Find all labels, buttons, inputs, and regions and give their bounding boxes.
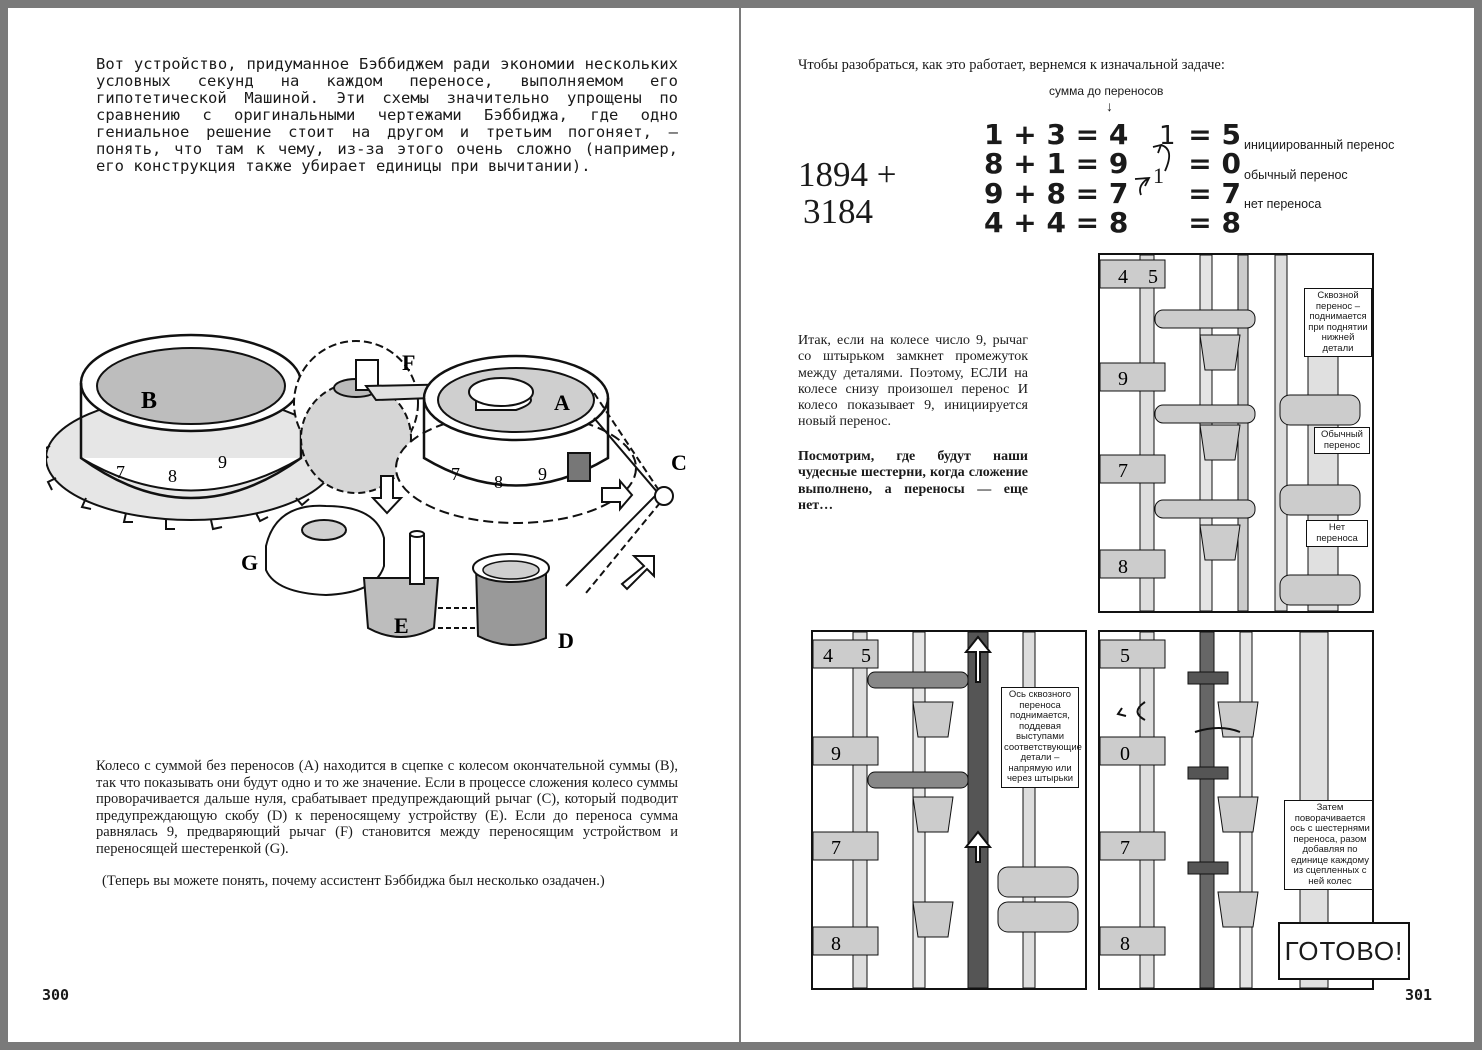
row-4-rhs: = 8 [1188, 206, 1241, 239]
panel3-wheel-5: 5 [1120, 645, 1130, 667]
panel2-wheel-9: 9 [831, 743, 841, 765]
wheel-a-digit-7: 7 [451, 464, 460, 484]
row-2-lhs: 8 + 1 = 9 [984, 147, 1129, 180]
panel3-wheel-0: 0 [1120, 743, 1130, 765]
carry-arrows-icon [1134, 143, 1171, 196]
done-caption: ГОТОВО! [1278, 922, 1410, 980]
row-2-rhs: = 0 [1188, 147, 1241, 180]
wheel-b-digit-7: 7 [116, 462, 125, 482]
row-1-rhs: = 5 [1188, 118, 1241, 151]
panel3-wheel-7: 7 [1120, 837, 1130, 859]
babbage-carry-mechanism-diagram: B 7 8 9 F A 7 8 9 [46, 333, 687, 653]
panel1-wheel-5: 5 [1148, 266, 1158, 288]
operand-1: 1894 + [798, 155, 897, 194]
warning-lever-c: C [565, 392, 687, 594]
panel1-wheel-4: 4 [1118, 266, 1128, 288]
right-mid-bold-paragraph: Посмотрим, где будут наши чудесные шесте… [798, 449, 1028, 513]
page-number-right: 301 [1405, 986, 1433, 1004]
callout-carry-axis-rotates: Затем поворачивается ось с шестернями пе… [1284, 800, 1372, 890]
carry-1: 1 [1159, 121, 1176, 151]
right-mid-paragraph: Итак, если на колесе число 9, рычаг со ш… [798, 333, 1028, 430]
left-page: Вот устройство, придуманное Бэббиджем ра… [8, 8, 739, 1042]
row-1-lhs: 1 + 3 = 4 [984, 118, 1129, 151]
label-b: B [141, 388, 157, 414]
rotate-arrow-icon [1116, 701, 1146, 721]
callout-ordinary-carry: Обычный перенос [1314, 427, 1370, 454]
row-3-label: нет переноса [1244, 197, 1322, 211]
panel2-wheel-7: 7 [831, 837, 841, 859]
left-caption-paragraph: Колесо с суммой без переносов (A) находи… [96, 758, 678, 857]
up-arrow-icon [963, 830, 993, 863]
panel1-wheel-7: 7 [1118, 460, 1128, 482]
left-intro-paragraph: Вот устройство, придуманное Бэббиджем ра… [96, 55, 678, 175]
panel2-wheel-4: 4 [823, 645, 833, 667]
operand-2: 3184 [803, 192, 873, 231]
label-g: G [241, 550, 258, 575]
panel3-wheel-8: 8 [1120, 933, 1130, 955]
page-number-left: 300 [42, 986, 70, 1004]
left-note: (Теперь вы можете понять, почему ассисте… [102, 873, 605, 889]
row-2-label: обычный перенос [1244, 168, 1348, 182]
row-4-lhs: 4 + 4 = 8 [984, 206, 1129, 239]
anticipating-gear-stack: F [293, 340, 490, 494]
final-sum-wheel-b: B 7 8 9 [46, 333, 339, 531]
callout-no-carry: Нет переноса [1306, 520, 1368, 547]
panel1-wheel-9: 9 [1118, 368, 1128, 390]
warning-bracket-d: D [438, 553, 574, 653]
label-e: E [394, 613, 409, 638]
callout-through-carry: Сквозной перенос – поднимается при подня… [1304, 288, 1372, 357]
callout-through-carry-axis: Ось сквозного переноса поднимается, подд… [1001, 687, 1082, 788]
panel2-wheel-8: 8 [831, 933, 841, 955]
comic-panel-3: 5 0 7 8 Затем поворачивается ось с шесте… [1098, 630, 1374, 990]
comic-panel-1: 4 5 9 7 8 Сквозной перенос – поднимается… [1098, 253, 1374, 613]
sum-wheel-a: A 7 8 9 [395, 354, 637, 524]
label-d: D [558, 628, 574, 653]
arrow-icon [620, 555, 655, 591]
carry-2: 1 [1153, 163, 1164, 188]
carry-columns-illustration: 4 5 9 7 8 [1100, 255, 1361, 611]
wheel-b-digit-8: 8 [168, 466, 177, 486]
label-f: F [402, 350, 415, 375]
row-3-rhs: = 7 [1188, 177, 1241, 210]
label-a: A [554, 390, 570, 415]
label-c: C [671, 450, 687, 475]
carry-gears-rotating-illustration: 5 0 7 8 [1100, 632, 1329, 988]
right-intro: Чтобы разобраться, как это работает, вер… [798, 57, 1225, 73]
down-arrow-icon: ↓ [1106, 100, 1113, 115]
up-arrow-icon [963, 635, 993, 683]
panel2-wheel-5: 5 [861, 645, 871, 667]
sum-before-carry-label: сумма до переносов [1049, 84, 1164, 98]
rotate-arrow-icon [1194, 727, 1241, 733]
wheel-a-digit-8: 8 [494, 472, 503, 492]
carrying-device-e: E [362, 530, 440, 638]
carry-gear-g: G [241, 475, 404, 597]
row-3-lhs: 9 + 8 = 7 [984, 177, 1129, 210]
wheel-b-digit-9: 9 [218, 452, 227, 472]
wheel-a-digit-9: 9 [538, 464, 547, 484]
row-1-label: инициированный перенос [1244, 138, 1395, 152]
through-carry-rising-illustration: 4 5 9 7 8 [813, 632, 1079, 988]
comic-panel-2: 4 5 9 7 8 Ось сквозного переноса поднима… [811, 630, 1087, 990]
panel1-wheel-8: 8 [1118, 556, 1128, 578]
